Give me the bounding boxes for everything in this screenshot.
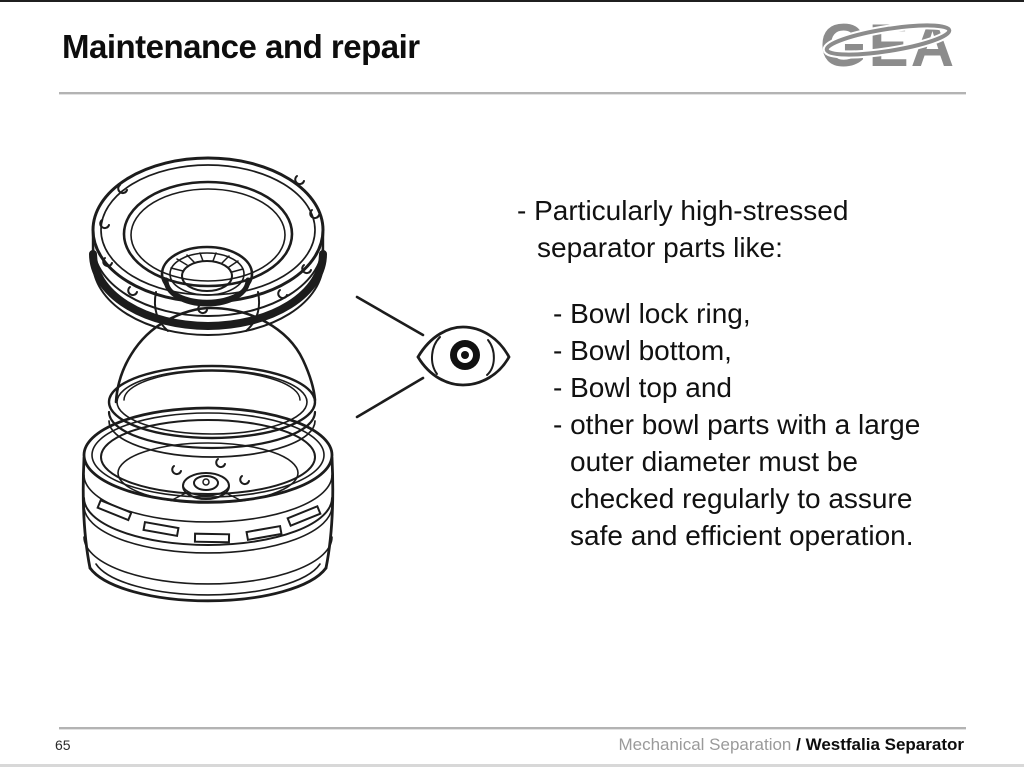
page-number: 65 xyxy=(55,737,71,753)
footer-text: Mechanical Separation / Westfalia Separa… xyxy=(618,735,964,755)
footer-slash: / xyxy=(796,735,801,754)
bullet-line: checked regularly to assure xyxy=(570,483,913,514)
header-divider xyxy=(59,92,966,95)
bullet-line: outer diameter must be xyxy=(570,446,858,477)
bullet-line: - Bowl top and xyxy=(553,372,732,403)
footer-divider xyxy=(59,727,966,730)
bullet-line: - other bowl parts with a large xyxy=(553,409,921,440)
bowl-bottom-drawing xyxy=(81,406,335,603)
footer-left-label: Mechanical Separation xyxy=(618,735,797,754)
bullet-line xyxy=(517,266,987,295)
bullet-line: - Particularly high-stressed xyxy=(517,195,849,226)
bowl-top-drawing xyxy=(107,306,317,458)
bullet-line: safe and efficient operation. xyxy=(570,520,914,551)
gea-logo: GEA xyxy=(820,12,954,78)
bullet-line: - Bowl lock ring, xyxy=(553,298,751,329)
callout-line-bottom xyxy=(355,376,425,419)
bowl-lock-ring-drawing xyxy=(89,156,327,336)
gea-logo-swoosh xyxy=(822,21,954,59)
spindle-hub-drawing xyxy=(154,245,260,332)
bullet-line: - Bowl bottom, xyxy=(553,335,732,366)
callout-line-top xyxy=(355,295,425,337)
bullet-text-block: - Particularly high-stressed separator pa… xyxy=(517,192,987,554)
eye-icon xyxy=(416,325,511,387)
separator-exploded-drawing xyxy=(81,156,511,603)
slide-top-border xyxy=(0,0,1024,2)
footer-right-label: Westfalia Separator xyxy=(800,735,964,754)
bullet-line: separator parts like: xyxy=(537,232,783,263)
page-title: Maintenance and repair xyxy=(62,28,420,65)
slide-bottom-border xyxy=(0,764,1024,767)
